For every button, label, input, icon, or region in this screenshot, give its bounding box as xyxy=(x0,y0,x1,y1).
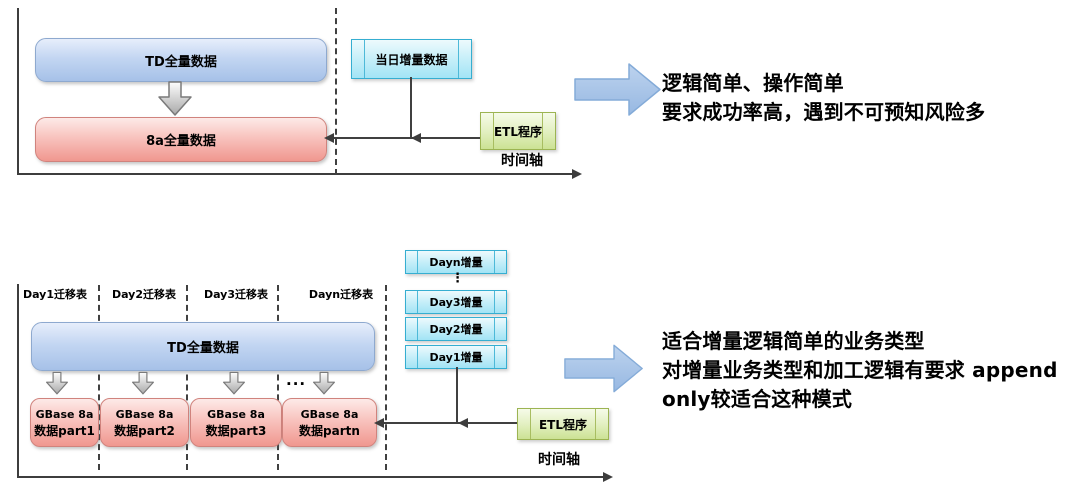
top-note: 逻辑简单、操作简单 要求成功率高，遇到不可预知风险多 xyxy=(662,69,985,127)
bottom-time-axis-arrowhead-icon xyxy=(603,472,613,482)
day1-increment-box: Day1增量 xyxy=(405,345,507,369)
down-block-arrow-icon-2 xyxy=(132,371,154,395)
bottom-note: 适合增量逻辑简单的业务类型 对增量业务类型和加工逻辑有要求 append onl… xyxy=(662,327,1058,414)
bottom-increment-connector-line xyxy=(456,367,458,423)
td-full-data-box: TD全量数据 xyxy=(35,38,327,82)
top-right-block-arrow-icon xyxy=(574,63,661,116)
top-dashed-divider xyxy=(335,8,337,175)
top-note-line1: 逻辑简单、操作简单 xyxy=(662,71,844,95)
top-y-axis-line xyxy=(17,8,19,175)
day1-table-label: Day1迁移表 xyxy=(22,288,88,301)
bottom-etl-connector-line xyxy=(379,422,517,424)
bottom-etl-label: ETL程序 xyxy=(538,417,588,432)
dayn-increment-label: Dayn增量 xyxy=(429,256,483,269)
gbase-partn-line2: 数据partn xyxy=(299,423,360,438)
day2-increment-label: Day2增量 xyxy=(429,323,483,336)
down-block-arrow-icon-4 xyxy=(313,371,335,395)
arrows-ellipsis: ... xyxy=(286,371,307,389)
dayn-table-label: Dayn迁移表 xyxy=(308,288,374,301)
top-etl-label: ETL程序 xyxy=(493,124,543,139)
down-block-arrow-icon-3 xyxy=(223,371,245,395)
daily-increment-box: 当日增量数据 xyxy=(351,39,472,79)
top-connector-arrowhead-icon xyxy=(324,133,334,143)
increment-vertical-dots: ⋮ xyxy=(451,271,464,286)
bottom-dashed-divider-1 xyxy=(98,285,100,470)
gbase-part2-line2: 数据part2 xyxy=(114,423,175,438)
top-note-line2: 要求成功率高，遇到不可预知风险多 xyxy=(662,100,986,124)
day3-increment-box: Day3增量 xyxy=(405,290,507,314)
day2-increment-box: Day2增量 xyxy=(405,317,507,341)
gbase-part1-box: GBase 8a 数据part1 xyxy=(30,398,99,447)
gbase-part2-box: GBase 8a 数据part2 xyxy=(100,398,189,447)
down-block-arrow-icon xyxy=(158,81,192,116)
bottom-note-line2: 对增量业务类型和加工逻辑有要求 append xyxy=(662,358,1058,382)
8a-full-data-box: 8a全量数据 xyxy=(35,117,327,162)
8a-full-data-label: 8a全量数据 xyxy=(146,134,216,149)
td-full-data-label: TD全量数据 xyxy=(145,54,217,70)
top-etl-connector-line xyxy=(330,137,480,139)
gbase-part3-line1: GBase 8a xyxy=(207,407,265,421)
bottom-td-full-data-label: TD全量数据 xyxy=(167,341,239,356)
top-etl-box: ETL程序 xyxy=(480,112,556,150)
gbase-part3-box: GBase 8a 数据part3 xyxy=(190,398,282,447)
day3-table-label: Day3迁移表 xyxy=(203,288,269,301)
down-block-arrow-icon-1 xyxy=(46,371,68,395)
bottom-junction-arrowhead-icon xyxy=(458,418,468,428)
bottom-etl-box: ETL程序 xyxy=(517,408,609,440)
bottom-right-block-arrow-icon xyxy=(564,344,643,393)
bottom-time-axis-label: 时间轴 xyxy=(538,452,580,468)
top-time-axis-arrowhead-icon xyxy=(572,169,582,179)
bottom-note-line1: 适合增量逻辑简单的业务类型 xyxy=(662,329,925,353)
gbase-partn-line1: GBase 8a xyxy=(300,407,359,421)
gbase-part1-line1: GBase 8a xyxy=(35,407,94,421)
bottom-connector-arrowhead-icon xyxy=(374,418,384,428)
gbase-part2-line1: GBase 8a xyxy=(115,407,174,421)
gbase-part1-line2: 数据part1 xyxy=(34,423,95,438)
day1-increment-label: Day1增量 xyxy=(429,351,483,364)
day3-increment-label: Day3增量 xyxy=(429,296,483,309)
bottom-td-full-data-box: TD全量数据 xyxy=(31,322,375,371)
dayn-increment-box: Dayn增量 xyxy=(405,250,507,274)
bottom-y-axis-line xyxy=(17,284,19,478)
top-junction-arrowhead-icon xyxy=(411,133,421,143)
top-time-axis-label: 时间轴 xyxy=(501,153,543,169)
bottom-dashed-divider-4 xyxy=(385,285,387,470)
bottom-dashed-divider-3 xyxy=(277,285,279,470)
day2-table-label: Day2迁移表 xyxy=(111,288,177,301)
top-time-axis-line xyxy=(17,173,574,175)
bottom-note-line3: only较适合这种模式 xyxy=(662,387,853,411)
bottom-dashed-divider-2 xyxy=(186,285,188,470)
gbase-partn-box: GBase 8a 数据partn xyxy=(282,398,377,447)
bottom-time-axis-line xyxy=(17,476,605,478)
gbase-part3-line2: 数据part3 xyxy=(205,423,267,438)
top-increment-connector-line xyxy=(410,77,412,138)
daily-increment-label: 当日增量数据 xyxy=(375,52,448,67)
